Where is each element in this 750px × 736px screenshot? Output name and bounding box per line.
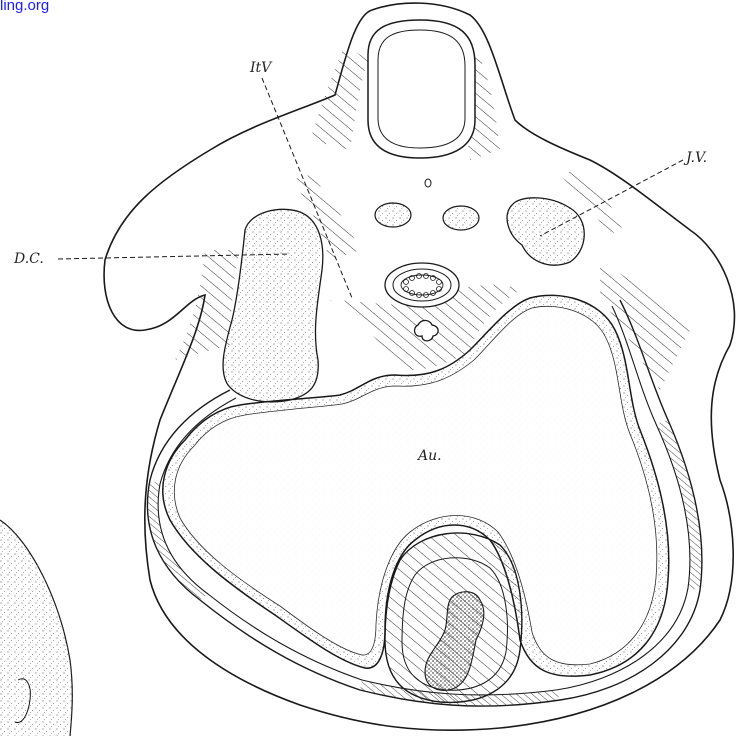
hatched-region-upper-left bbox=[310, 45, 368, 150]
label-au: Au. bbox=[416, 448, 442, 464]
gut-outer bbox=[385, 263, 459, 307]
dorsal-aorta-left bbox=[375, 203, 411, 227]
label-dc: D.C. bbox=[13, 251, 44, 267]
dorsal-aorta-right bbox=[443, 206, 479, 230]
notochord bbox=[425, 179, 431, 187]
label-itv: ItV bbox=[249, 60, 273, 76]
ductus-cuvieri bbox=[223, 209, 323, 402]
label-jv: J.V. bbox=[683, 150, 707, 166]
jugular-vein-right bbox=[507, 198, 584, 265]
left-edge-stipple bbox=[0, 520, 72, 736]
